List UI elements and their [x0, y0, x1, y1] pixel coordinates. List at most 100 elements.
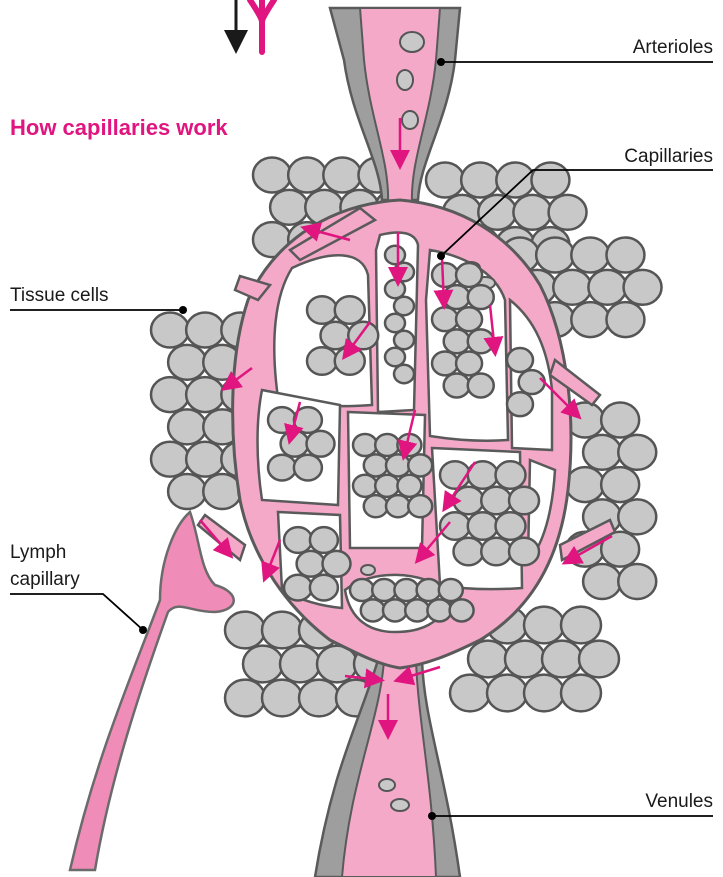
tissue-cell: [468, 329, 494, 353]
tissue-cell: [151, 377, 189, 412]
tissue-cell: [432, 307, 458, 331]
tissue-cell: [513, 195, 551, 230]
tissue-cell: [579, 641, 619, 678]
tissue-cell: [335, 296, 365, 324]
tissue-cell: [186, 377, 224, 412]
tissue-cell: [454, 538, 484, 566]
tissue-cell: [385, 246, 405, 264]
tissue-cell: [186, 442, 224, 477]
label-lymph-line1: Lymph: [10, 542, 66, 563]
tissue-cell: [542, 641, 582, 678]
tissue-cell: [168, 474, 206, 509]
tissue-cell: [364, 454, 388, 476]
tissue-cell: [531, 163, 569, 198]
tissue-cell: [618, 435, 656, 470]
red-blood-cell: [379, 779, 395, 791]
tissue-cell: [310, 527, 338, 553]
tissue-cell: [461, 163, 499, 198]
tissue-cell: [468, 374, 494, 398]
tissue-cell: [353, 475, 377, 497]
tissue-cell: [496, 512, 526, 540]
tissue-cell: [225, 612, 265, 649]
tissue-cell: [397, 475, 421, 497]
tissue-cell: [426, 163, 464, 198]
tissue-cell: [450, 675, 490, 712]
tissue-cell: [561, 675, 601, 712]
tissue-cell: [323, 158, 361, 193]
label-arterioles: Arterioles: [633, 37, 713, 58]
tissue-cell: [444, 374, 470, 398]
tissue-cell: [601, 467, 639, 502]
tissue-cell: [571, 302, 609, 337]
tissue-cell: [549, 195, 587, 230]
tissue-cell: [583, 435, 621, 470]
label-capillaries: Capillaries: [624, 146, 713, 167]
tissue-cell: [496, 163, 534, 198]
tissue-cell: [364, 495, 388, 517]
tissue-cell: [524, 675, 564, 712]
lymph-capillary: [70, 512, 234, 870]
tissue-cell: [281, 431, 309, 457]
diagram-title: How capillaries work: [10, 115, 228, 140]
tissue-cell: [386, 495, 410, 517]
tissue-cell: [307, 347, 337, 375]
tissue-cell: [481, 538, 511, 566]
tissue-cell: [601, 403, 639, 438]
label-venules: Venules: [645, 791, 713, 812]
tissue-cell: [280, 646, 320, 683]
tissue-cell: [456, 351, 482, 375]
tissue-cell: [151, 313, 189, 348]
tissue-cell: [427, 599, 451, 621]
tissue-cell: [243, 646, 283, 683]
tissue-cell: [618, 499, 656, 534]
tissue-cell: [509, 487, 539, 515]
tissue-cell: [432, 351, 458, 375]
tissue-cell: [496, 461, 526, 489]
label-lymph-line2: capillary: [10, 569, 80, 590]
tissue-cell: [487, 675, 527, 712]
red-blood-cell: [397, 70, 413, 90]
tissue-cell: [297, 551, 325, 577]
tissue-cell: [284, 527, 312, 553]
label-arterioles-group: Arterioles: [437, 37, 713, 66]
tissue-cell: [440, 512, 470, 540]
tissue-cell: [456, 307, 482, 331]
tissue-cell: [299, 680, 339, 717]
tissue-cell: [394, 579, 418, 601]
label-venules-group: Venules: [428, 791, 713, 820]
tissue-cell: [505, 641, 545, 678]
tissue-cell: [253, 158, 291, 193]
label-lymph-group: Lymph capillary: [10, 542, 147, 634]
tissue-cell: [519, 370, 545, 394]
tissue-cell: [310, 575, 338, 601]
tissue-cell: [385, 280, 405, 298]
red-blood-cell: [400, 32, 424, 52]
tissue-cell: [454, 487, 484, 515]
tissue-cell: [606, 302, 644, 337]
tissue-cell: [507, 392, 533, 416]
tissue-cell: [372, 579, 396, 601]
tissue-cell: [394, 331, 414, 349]
red-blood-cell: [402, 111, 418, 129]
tissue-cell: [307, 431, 335, 457]
tissue-cell: [618, 564, 656, 599]
tissue-cell: [385, 314, 405, 332]
tissue-cell: [444, 285, 470, 309]
tissue-cell: [383, 599, 407, 621]
tissue-cell: [375, 475, 399, 497]
tissue-cell: [353, 434, 377, 456]
tissue-cell: [151, 442, 189, 477]
tissue-cell: [509, 538, 539, 566]
tissue-cell: [553, 270, 591, 305]
tissue-cell: [456, 263, 482, 287]
tissue-cell: [606, 238, 644, 273]
tissue-cell: [284, 575, 312, 601]
tissue-cell: [350, 579, 374, 601]
top-icon: [236, 0, 274, 52]
tissue-cell: [321, 322, 351, 350]
tissue-cell: [186, 313, 224, 348]
red-blood-cell: [391, 799, 409, 811]
tissue-cell: [168, 345, 206, 380]
